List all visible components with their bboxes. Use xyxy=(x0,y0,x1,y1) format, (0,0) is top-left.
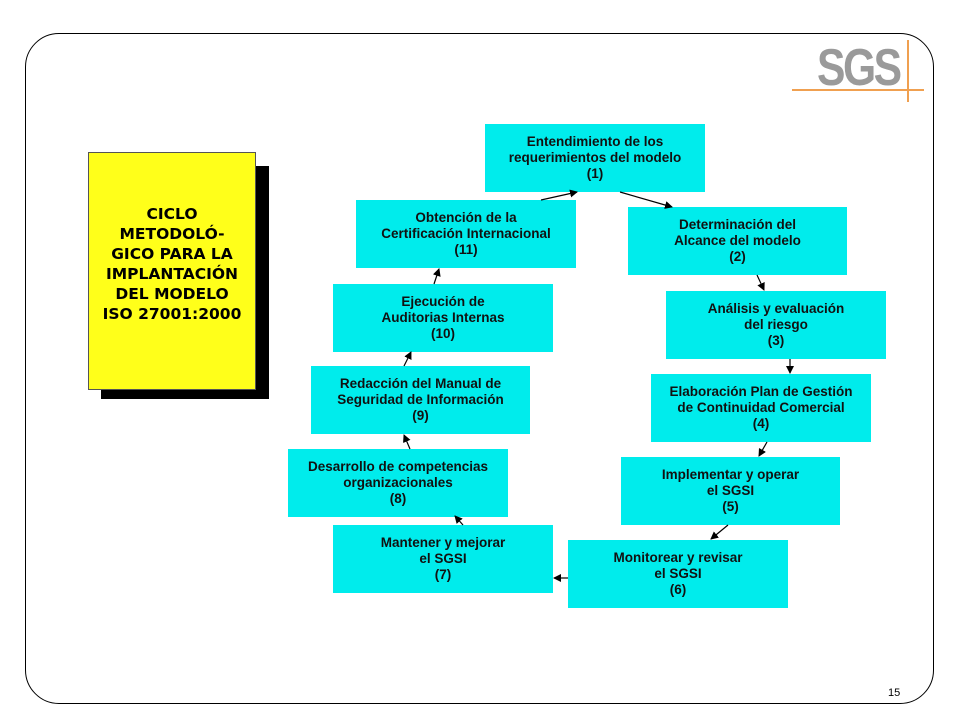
step-10-label: Ejecución de Auditorias Internas (10) xyxy=(381,294,505,341)
step-4-label: Elaboración Plan de Gestión de Continuid… xyxy=(669,384,853,431)
step-10-box: Ejecución de Auditorias Internas (10) xyxy=(333,284,553,352)
arrow-1-to-2 xyxy=(619,191,673,209)
step-9-box: Redacción del Manual de Seguridad de Inf… xyxy=(311,366,530,434)
slide-frame xyxy=(25,33,934,704)
step-7-label: Mantener y mejorar el SGSI (7) xyxy=(380,535,506,582)
step-1-label: Entendimiento de los requerimientos del … xyxy=(508,134,682,181)
title-box: CICLO METODOLÓ- GICO PARA LA IMPLANTACIÓ… xyxy=(88,152,256,390)
logo-vertical-line xyxy=(907,40,909,102)
arrow-2-to-3 xyxy=(756,274,765,291)
step-4-box: Elaboración Plan de Gestión de Continuid… xyxy=(651,374,871,442)
arrow-7-to-8 xyxy=(454,515,464,526)
page-number: 15 xyxy=(888,687,901,699)
step-3-label: Análisis y evaluación del riesgo (3) xyxy=(707,301,845,348)
step-8-box: Desarrollo de competencias organizaciona… xyxy=(288,449,508,517)
step-9-label: Redacción del Manual de Seguridad de Inf… xyxy=(337,376,504,423)
step-11-label: Obtención de la Certificación Internacio… xyxy=(381,210,551,257)
arrow-8-to-9 xyxy=(403,434,411,450)
arrow-5-to-6 xyxy=(710,524,729,540)
step-8-label: Desarrollo de competencias organizaciona… xyxy=(307,459,489,506)
arrow-10-to-11 xyxy=(432,268,441,285)
arrow-4-to-5 xyxy=(758,441,768,457)
step-5-box: Implementar y operar el SGSI (5) xyxy=(621,457,840,525)
step-2-box: Determinación del Alcance del modelo (2) xyxy=(628,207,847,275)
step-1-box: Entendimiento de los requerimientos del … xyxy=(485,124,705,192)
step-7-box: Mantener y mejorar el SGSI (7) xyxy=(333,525,553,593)
step-11-box: Obtención de la Certificación Internacio… xyxy=(356,200,576,268)
step-5-label: Implementar y operar el SGSI (5) xyxy=(661,467,800,514)
sgs-logo-text: SGS xyxy=(817,39,902,97)
logo-horizontal-line xyxy=(792,89,924,91)
step-2-label: Determinación del Alcance del modelo (2) xyxy=(674,217,801,264)
title-text: CICLO METODOLÓ- GICO PARA LA IMPLANTACIÓ… xyxy=(102,205,242,323)
arrow-11-to-1 xyxy=(540,189,578,201)
arrow-9-to-10 xyxy=(403,351,412,367)
step-6-label: Monitorear y revisar el SGSI (6) xyxy=(613,550,743,597)
step-3-box: Análisis y evaluación del riesgo (3) xyxy=(666,291,886,359)
step-6-box: Monitorear y revisar el SGSI (6) xyxy=(568,540,788,608)
